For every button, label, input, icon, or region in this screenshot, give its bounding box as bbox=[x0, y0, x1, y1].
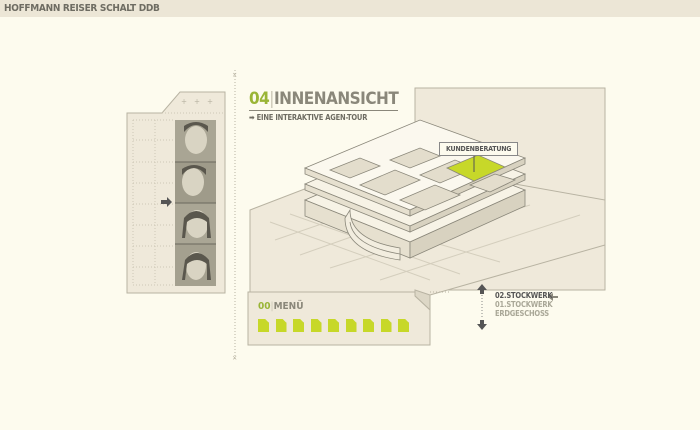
arrow-up-icon[interactable] bbox=[477, 284, 487, 294]
page-title: 04|INNENANSICHT bbox=[249, 89, 399, 111]
document-icon[interactable] bbox=[310, 319, 322, 332]
document-icon[interactable] bbox=[293, 319, 304, 332]
room-label: KUNDENBERATUNG bbox=[439, 142, 519, 156]
svg-text:+: + bbox=[194, 97, 200, 106]
arrow-down-icon[interactable] bbox=[477, 320, 487, 330]
site-header: HOFFMANN REISER SCHALT DDB bbox=[0, 0, 700, 17]
svg-text:×: × bbox=[232, 71, 237, 79]
floor-item-eg[interactable]: ERDGESCHOSS bbox=[495, 309, 549, 318]
arrow-right-icon: ➡ bbox=[249, 113, 255, 122]
floor-item-02[interactable]: 02.STOCKWERK bbox=[495, 291, 553, 300]
document-icon[interactable] bbox=[258, 319, 269, 332]
svg-text:×: × bbox=[232, 354, 237, 362]
svg-text:+: + bbox=[181, 97, 187, 106]
menu-title: 00|MENÜ bbox=[258, 301, 304, 312]
document-icon[interactable] bbox=[363, 319, 374, 332]
kundenberatung-room[interactable] bbox=[446, 154, 506, 182]
document-icon[interactable] bbox=[398, 319, 409, 332]
document-icon[interactable] bbox=[380, 319, 392, 332]
document-icon[interactable] bbox=[345, 319, 357, 332]
menu-docs bbox=[258, 319, 409, 332]
floor-item-01[interactable]: 01.STOCKWERK bbox=[495, 300, 553, 309]
current-floor-arrow-icon bbox=[548, 293, 558, 301]
document-icon[interactable] bbox=[328, 319, 339, 332]
photo-strip bbox=[175, 120, 216, 286]
floor-nav: 02.STOCKWERK 01.STOCKWERK ERDGESCHOSS bbox=[495, 291, 553, 318]
document-icon[interactable] bbox=[275, 319, 287, 332]
tour-link[interactable]: ➡ EINE INTERAKTIVE AGEN-TOUR bbox=[249, 113, 368, 122]
arrow-right-icon bbox=[161, 197, 172, 207]
svg-text:+: + bbox=[207, 97, 213, 106]
